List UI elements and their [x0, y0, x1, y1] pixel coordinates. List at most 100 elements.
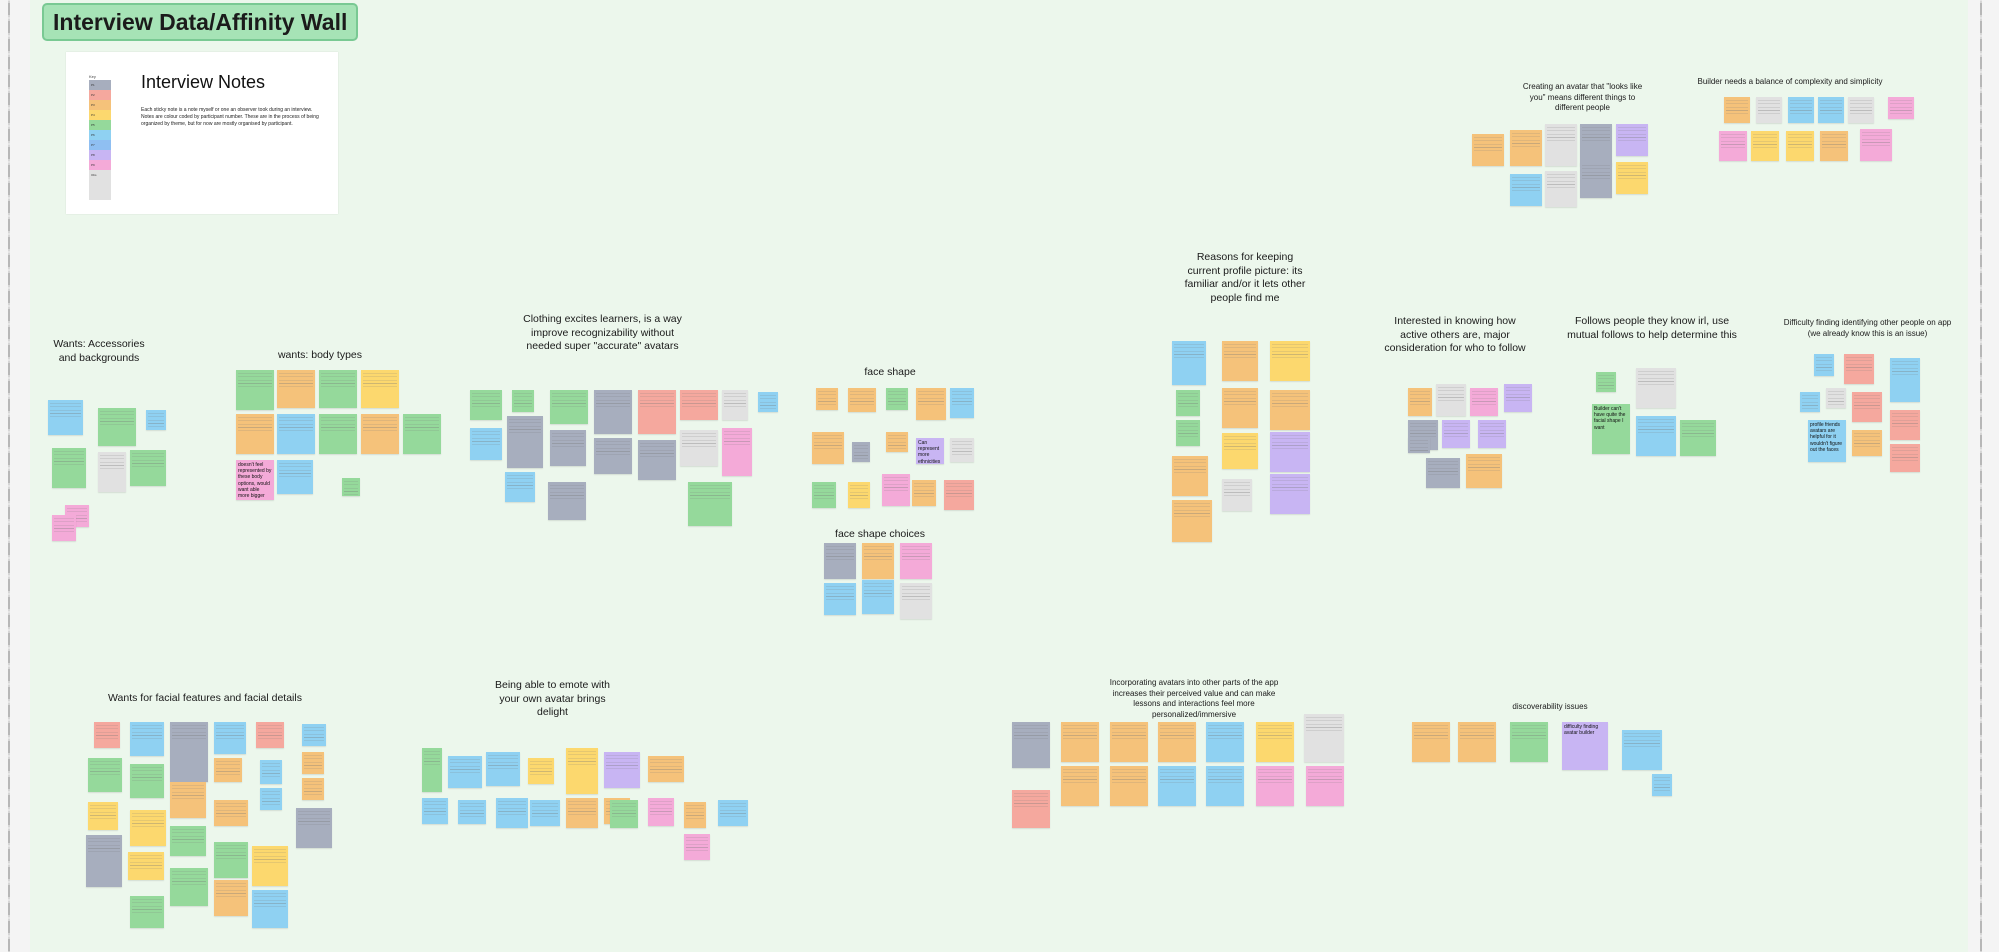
sticky-note[interactable] [528, 758, 554, 784]
sticky-note[interactable] [470, 428, 502, 460]
sticky-note[interactable] [236, 370, 274, 410]
sticky-note[interactable] [1636, 368, 1676, 408]
sticky-note[interactable] [1680, 420, 1716, 456]
sticky-note[interactable] [638, 440, 676, 480]
sticky-note[interactable] [1436, 384, 1466, 416]
sticky-note[interactable] [88, 758, 122, 792]
sticky-note[interactable] [302, 724, 326, 746]
sticky-note[interactable] [505, 472, 535, 502]
sticky-note[interactable] [812, 432, 844, 464]
sticky-note[interactable] [342, 478, 360, 496]
sticky-note[interactable] [1270, 432, 1310, 472]
cluster-label-emote[interactable]: Being able to emote with your own avatar… [495, 679, 610, 718]
sticky-note[interactable] [916, 388, 946, 420]
sticky-note[interactable] [1860, 129, 1892, 161]
sticky-note[interactable] [130, 896, 164, 928]
sticky-note[interactable] [470, 390, 502, 420]
sticky-note[interactable] [1820, 131, 1848, 161]
sticky-note[interactable] [1818, 97, 1844, 123]
sticky-note[interactable] [722, 390, 748, 420]
cluster-label-looks-like-you[interactable]: Creating an avatar that "looks like you"… [1522, 82, 1643, 112]
sticky-note[interactable] [848, 388, 876, 412]
sticky-note[interactable] [86, 835, 122, 887]
cluster-label-wants-accessories[interactable]: Wants: Accessories and backgrounds [53, 338, 145, 364]
sticky-note[interactable] [1472, 134, 1504, 166]
sticky-note[interactable] [1158, 722, 1196, 762]
sticky-note[interactable] [260, 760, 282, 784]
sticky-note[interactable] [170, 722, 208, 782]
sticky-note[interactable] [1890, 358, 1920, 402]
sticky-note[interactable] [512, 390, 534, 412]
sticky-note[interactable]: doesn't feel represented by these body o… [236, 460, 274, 500]
sticky-note[interactable]: profile friends avatars are helpful for … [1808, 420, 1846, 462]
sticky-note[interactable] [886, 432, 908, 452]
sticky-note[interactable] [550, 390, 588, 424]
sticky-note[interactable] [277, 370, 315, 408]
sticky-note[interactable] [1222, 341, 1258, 381]
sticky-note[interactable] [1172, 500, 1212, 542]
sticky-note[interactable] [1756, 97, 1782, 123]
sticky-note[interactable] [684, 802, 706, 828]
sticky-note[interactable] [146, 410, 166, 430]
sticky-note[interactable] [1724, 97, 1750, 123]
sticky-note[interactable] [900, 583, 932, 619]
interview-notes-card[interactable]: Key P1 P2 P3 P4 P5 P6 P7 P8 P9 Obs Inter… [66, 52, 338, 214]
sticky-note[interactable] [130, 810, 166, 846]
sticky-note[interactable] [1580, 162, 1612, 198]
sticky-note[interactable] [302, 752, 324, 774]
sticky-note[interactable] [912, 480, 936, 506]
sticky-note[interactable] [1061, 766, 1099, 806]
sticky-note[interactable] [824, 543, 856, 579]
sticky-note[interactable] [260, 788, 282, 810]
sticky-note[interactable] [319, 370, 357, 408]
sticky-note[interactable] [1304, 714, 1344, 762]
sticky-note[interactable] [610, 800, 638, 828]
sticky-note[interactable] [1172, 456, 1208, 496]
sticky-note[interactable] [594, 390, 632, 434]
sticky-note[interactable] [680, 390, 718, 420]
cluster-label-facial-features[interactable]: Wants for facial features and facial det… [108, 692, 302, 704]
sticky-note[interactable] [1408, 388, 1432, 416]
sticky-note[interactable] [566, 748, 598, 794]
sticky-note[interactable] [1719, 131, 1747, 161]
cluster-label-builder-balance[interactable]: Builder needs a balance of complexity an… [1697, 77, 1883, 86]
sticky-note[interactable] [1890, 444, 1920, 472]
sticky-note[interactable] [1814, 354, 1834, 376]
sticky-note[interactable] [816, 388, 838, 410]
sticky-note[interactable] [882, 474, 910, 506]
sticky-note[interactable] [403, 414, 441, 454]
sticky-note[interactable] [302, 778, 324, 800]
sticky-note[interactable] [88, 802, 118, 830]
sticky-note[interactable] [1426, 458, 1460, 488]
sticky-note[interactable] [1751, 131, 1779, 161]
sticky-note[interactable] [214, 800, 248, 826]
sticky-note[interactable] [1616, 124, 1648, 156]
cluster-label-body-types[interactable]: wants: body types [277, 349, 363, 361]
sticky-note[interactable] [496, 798, 528, 828]
sticky-note[interactable] [98, 452, 126, 492]
sticky-note[interactable] [1788, 97, 1814, 123]
sticky-note[interactable] [1478, 420, 1506, 448]
sticky-note[interactable] [1786, 131, 1814, 161]
sticky-note[interactable]: Can represent more ethnicities [916, 438, 944, 464]
sticky-note[interactable] [236, 414, 274, 454]
sticky-note[interactable]: difficulty finding avatar builder [1562, 722, 1608, 770]
sticky-note[interactable] [1580, 124, 1612, 166]
sticky-note[interactable] [758, 392, 778, 412]
sticky-note[interactable] [1061, 722, 1099, 762]
sticky-note[interactable] [1888, 97, 1914, 119]
sticky-note[interactable] [886, 388, 908, 410]
sticky-note[interactable] [550, 430, 586, 466]
sticky-note[interactable] [1222, 388, 1258, 428]
sticky-note[interactable] [458, 800, 486, 824]
sticky-note[interactable] [1510, 722, 1548, 762]
sticky-note[interactable] [812, 482, 836, 508]
sticky-note[interactable] [1306, 766, 1344, 806]
sticky-note[interactable] [130, 722, 164, 756]
sticky-note[interactable] [1256, 722, 1294, 762]
sticky-note[interactable] [1545, 124, 1577, 166]
sticky-note[interactable] [277, 460, 313, 494]
sticky-note[interactable] [1504, 384, 1532, 412]
sticky-note[interactable] [594, 438, 632, 474]
sticky-note[interactable] [1596, 372, 1616, 392]
